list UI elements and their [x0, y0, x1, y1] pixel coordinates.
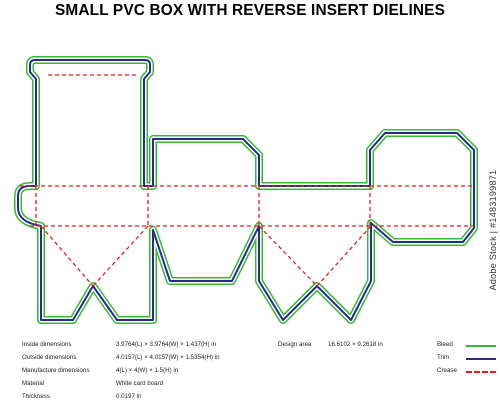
- legend-trim-label: Trim: [437, 354, 450, 361]
- legend-trim-swatch: [466, 358, 496, 360]
- crease-diag-1: [40, 225, 94, 287]
- page-title: SMALL PVC BOX WITH REVERSE INSERT DIELIN…: [55, 2, 445, 19]
- legend-crease-label: Crease: [437, 367, 457, 374]
- spec-value-outside: 4.0157(L) × 4.0157(W) × 1.5354(H) in: [116, 354, 220, 361]
- bleed-gap: [18, 60, 474, 320]
- bleed-outline: [18, 60, 474, 320]
- legend-bleed-label: Bleed: [437, 341, 453, 348]
- design-area-label: Design area: [278, 341, 312, 348]
- legend-bleed-swatch: [466, 345, 496, 347]
- crease-diag-2: [92, 225, 149, 287]
- spec-label-inside: Inside dimensions: [22, 341, 72, 348]
- legend-crease-swatch: [466, 371, 496, 373]
- spec-label-outside: Outside dimensions: [22, 354, 77, 361]
- spec-label-material: Material: [22, 380, 45, 387]
- spec-value-inside: 3.9764(L) × 3.9764(W) × 1.437(H) in: [116, 341, 217, 348]
- crease-lines: [20, 74, 474, 287]
- spec-value-thickness: 0.0197 in: [116, 393, 142, 400]
- design-area-value: 16.6102 × 9.2618 in: [328, 341, 383, 348]
- crease-diag-3: [258, 225, 318, 287]
- spec-label-manufacture: Manufacture dimensions: [22, 367, 90, 374]
- spec-value-material: White card board: [116, 380, 164, 387]
- trim-outline: [17, 59, 475, 321]
- spec-label-thickness: Thickness: [22, 393, 50, 400]
- spec-value-manufacture: 4(L) × 4(W) × 1.5(H) in: [116, 367, 179, 374]
- crease-diag-4: [316, 225, 372, 287]
